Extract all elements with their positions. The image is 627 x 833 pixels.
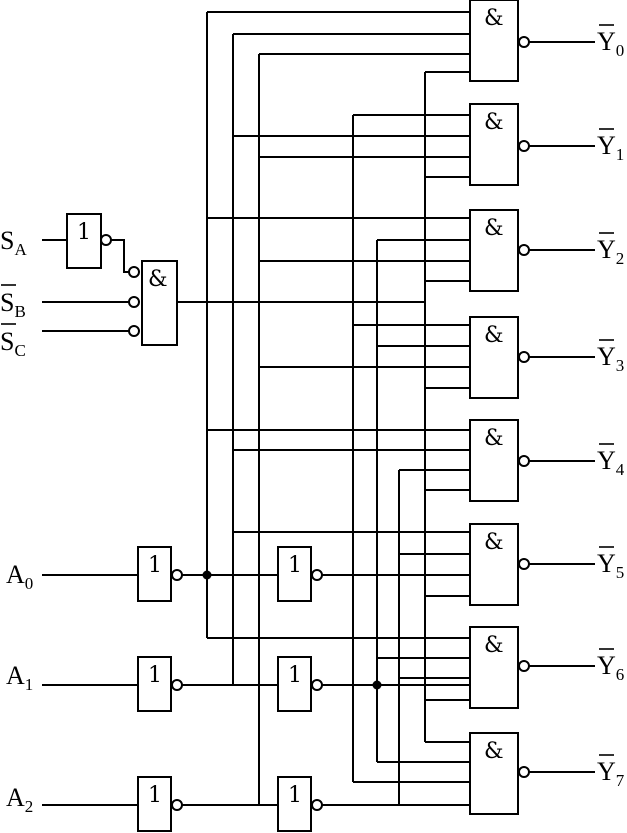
output-gates: & & & & & & & & (469, 0, 595, 815)
svg-text:&: & (484, 633, 504, 658)
svg-text:1: 1 (148, 663, 162, 688)
a0-inverter-1 (137, 546, 172, 602)
svg-text:&: & (484, 739, 504, 764)
y4-label: Y4 (597, 446, 625, 479)
svg-text:1: 1 (148, 553, 162, 578)
enable-and-bubble-sb (128, 296, 140, 308)
svg-text:1: 1 (288, 783, 302, 808)
sc-label: SC (0, 327, 26, 360)
sa-inverter-symbol: 1 (77, 220, 91, 245)
svg-text:&: & (484, 110, 504, 135)
input-labels: SA SB SC A0 A1 A2 (0, 226, 33, 816)
a2-inverter-1 (137, 776, 172, 832)
sb-label: SB (0, 288, 26, 321)
y0-label: Y0 (597, 27, 624, 60)
svg-text:&: & (484, 323, 504, 348)
sa-inverter (66, 213, 102, 269)
a2-inverter-2 (277, 776, 312, 832)
a1-inverter-2 (277, 656, 312, 712)
enable-and-gate (141, 260, 178, 346)
a0-label: A0 (6, 560, 33, 593)
y3-and-gate (469, 316, 519, 399)
a0-inverter-2 (277, 546, 312, 602)
y3-label: Y3 (597, 342, 624, 375)
svg-text:1: 1 (288, 553, 302, 578)
y5-label: Y5 (597, 549, 624, 582)
y0-and-gate (469, 0, 519, 82)
sa-inverter-bubble (100, 234, 112, 246)
y1-label: Y1 (597, 131, 624, 164)
a1-inverter-1 (137, 656, 172, 712)
output-labels: Y0 Y1 Y2 Y3 Y4 Y5 Y6 Y7 (597, 24, 625, 790)
a1-label: A1 (6, 661, 33, 694)
junction-a1-inverted (372, 680, 382, 690)
svg-text:1: 1 (288, 663, 302, 688)
svg-text:&: & (484, 6, 504, 31)
enable-and-bubble-sa (128, 266, 140, 278)
y5-and-gate (469, 523, 519, 606)
svg-text:&: & (484, 216, 504, 241)
enable-logic: 1 & (42, 213, 425, 346)
y4-and-gate (469, 419, 519, 502)
y6-label: Y6 (597, 651, 624, 684)
y7-and-gate (469, 732, 519, 815)
svg-text:1: 1 (148, 783, 162, 808)
y2-and-gate (469, 209, 519, 292)
gate-input-wires (207, 11, 470, 806)
y1-and-gate (469, 103, 519, 186)
y6-and-gate (469, 626, 519, 709)
svg-text:&: & (484, 530, 504, 555)
y2-label: Y2 (597, 235, 624, 268)
a2-label: A2 (6, 783, 33, 816)
junction-a0 (202, 570, 212, 580)
address-inverters: 1 1 1 1 1 1 (42, 546, 470, 832)
sa-label: SA (0, 226, 27, 259)
y7-label: Y7 (597, 757, 625, 790)
enable-and-symbol: & (148, 267, 168, 292)
svg-text:&: & (484, 426, 504, 451)
enable-and-bubble-sc (128, 325, 140, 337)
